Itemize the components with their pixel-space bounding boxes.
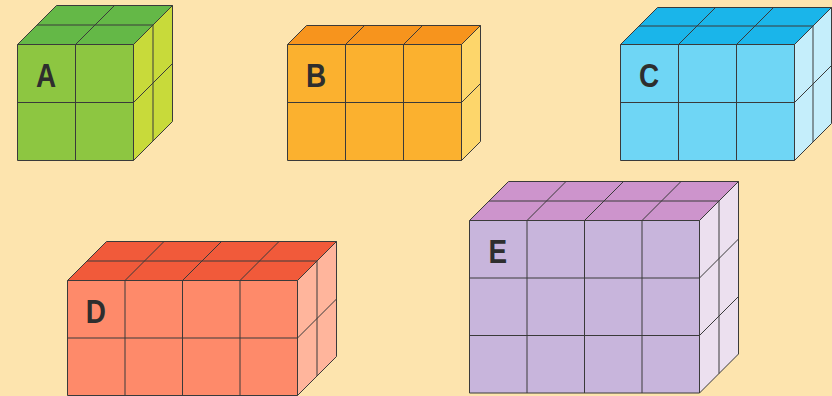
cube-edge xyxy=(489,201,719,202)
top-face xyxy=(470,182,739,221)
front-face xyxy=(68,281,298,396)
cuboid-outline xyxy=(469,181,739,394)
cube-edge xyxy=(317,261,318,376)
cube-edge xyxy=(470,278,700,279)
cube-edge xyxy=(719,201,720,374)
front-face xyxy=(18,45,134,161)
cuboid-label: C xyxy=(625,46,673,104)
cube-edge xyxy=(621,102,795,103)
cuboid: C xyxy=(620,7,831,160)
front-face xyxy=(470,221,700,394)
cube-edge xyxy=(288,102,462,103)
cube-edge xyxy=(153,25,154,141)
cuboid-label: D xyxy=(72,282,119,340)
side-face xyxy=(298,242,337,396)
cube-edge xyxy=(813,26,814,142)
cuboid-label: A xyxy=(22,46,70,104)
cuboid-label: E xyxy=(474,222,521,280)
side-face xyxy=(795,8,832,161)
cube-edge xyxy=(527,221,528,394)
top-face xyxy=(288,26,481,45)
cuboid-label: B xyxy=(292,46,340,104)
cube-edge xyxy=(18,102,134,103)
cube-edge xyxy=(642,221,643,394)
cuboid: B xyxy=(287,25,480,160)
cube-edge xyxy=(404,26,423,45)
cuboid: D xyxy=(67,241,336,395)
cube-edge xyxy=(462,84,481,103)
cuboid-outline xyxy=(67,241,337,396)
cube-edge xyxy=(470,335,700,336)
cube-edge xyxy=(346,26,365,45)
front-face xyxy=(621,45,795,161)
cube-edge xyxy=(37,25,153,26)
top-face xyxy=(68,242,337,281)
cuboid: A xyxy=(17,5,172,160)
side-face xyxy=(462,26,481,161)
front-face xyxy=(288,45,462,161)
cube-edge xyxy=(639,26,813,27)
cuboid: E xyxy=(469,181,738,393)
cube-edge xyxy=(68,338,298,339)
side-face xyxy=(700,182,739,394)
cube-edge xyxy=(87,261,317,262)
cube-edge xyxy=(584,221,585,394)
side-face xyxy=(134,6,173,161)
